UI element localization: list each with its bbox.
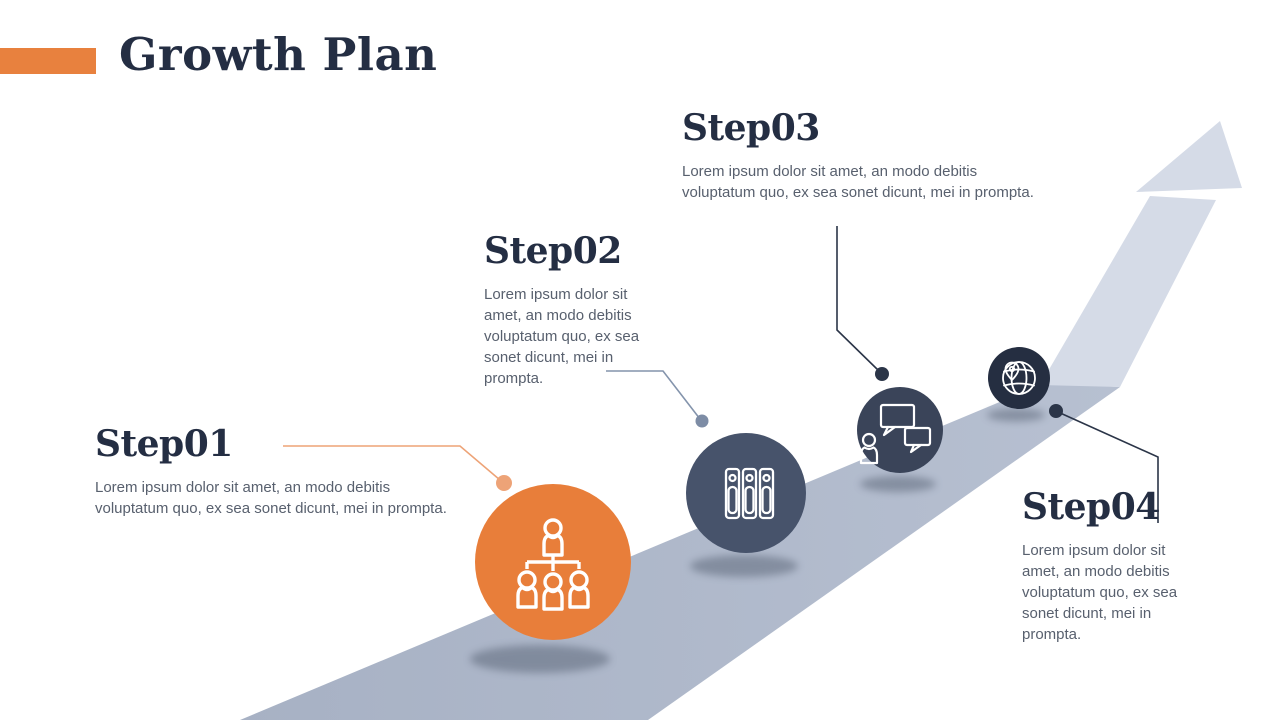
step03-circle — [857, 387, 943, 473]
arrow-head-shape — [1136, 121, 1242, 192]
circle-shadow — [690, 555, 798, 577]
step04-connector-dot — [1049, 404, 1063, 418]
chat-bubbles-icon — [859, 403, 932, 465]
arrow-shaft-shape — [1040, 196, 1216, 387]
step01-body: Lorem ipsum dolor sit amet, an modo debi… — [95, 479, 447, 517]
circle-shadow — [860, 476, 936, 492]
binders-icon — [724, 467, 775, 520]
step02-body: Lorem ipsum dolor sit amet, an modo debi… — [484, 286, 640, 387]
step02-connector-dot — [695, 414, 709, 428]
step03-connector-dot — [875, 367, 889, 381]
circle-shadow — [987, 408, 1045, 422]
step04-block: Step04 Lorem ipsum dolor sit amet, an mo… — [1022, 485, 1192, 645]
step03-body: Lorem ipsum dolor sit amet, an modo debi… — [682, 163, 1034, 201]
step03-block: Step03 Lorem ipsum dolor sit amet, an mo… — [682, 106, 1082, 203]
step01-connector-dot — [496, 475, 512, 491]
step03-title: Step03 — [682, 107, 820, 149]
step02-title: Step02 — [484, 230, 622, 272]
circle-shadow — [470, 645, 610, 673]
step02-connector — [606, 370, 701, 420]
step01-block: Step01 Lorem ipsum dolor sit amet, an mo… — [95, 422, 515, 519]
title-accent-bar — [0, 48, 96, 74]
step01-title: Step01 — [95, 423, 233, 465]
step01-connector — [283, 445, 501, 481]
step04-body: Lorem ipsum dolor sit amet, an modo debi… — [1022, 542, 1178, 643]
step04-circle — [988, 347, 1050, 409]
globe-icon — [1002, 361, 1036, 395]
step04-title: Step04 — [1022, 486, 1160, 528]
org-chart-icon — [516, 518, 590, 611]
step02-block: Step02 Lorem ipsum dolor sit amet, an mo… — [484, 229, 654, 389]
step03-connector — [836, 226, 880, 372]
step04-connector — [1057, 411, 1159, 523]
page-title: Growth Plan — [119, 28, 438, 81]
